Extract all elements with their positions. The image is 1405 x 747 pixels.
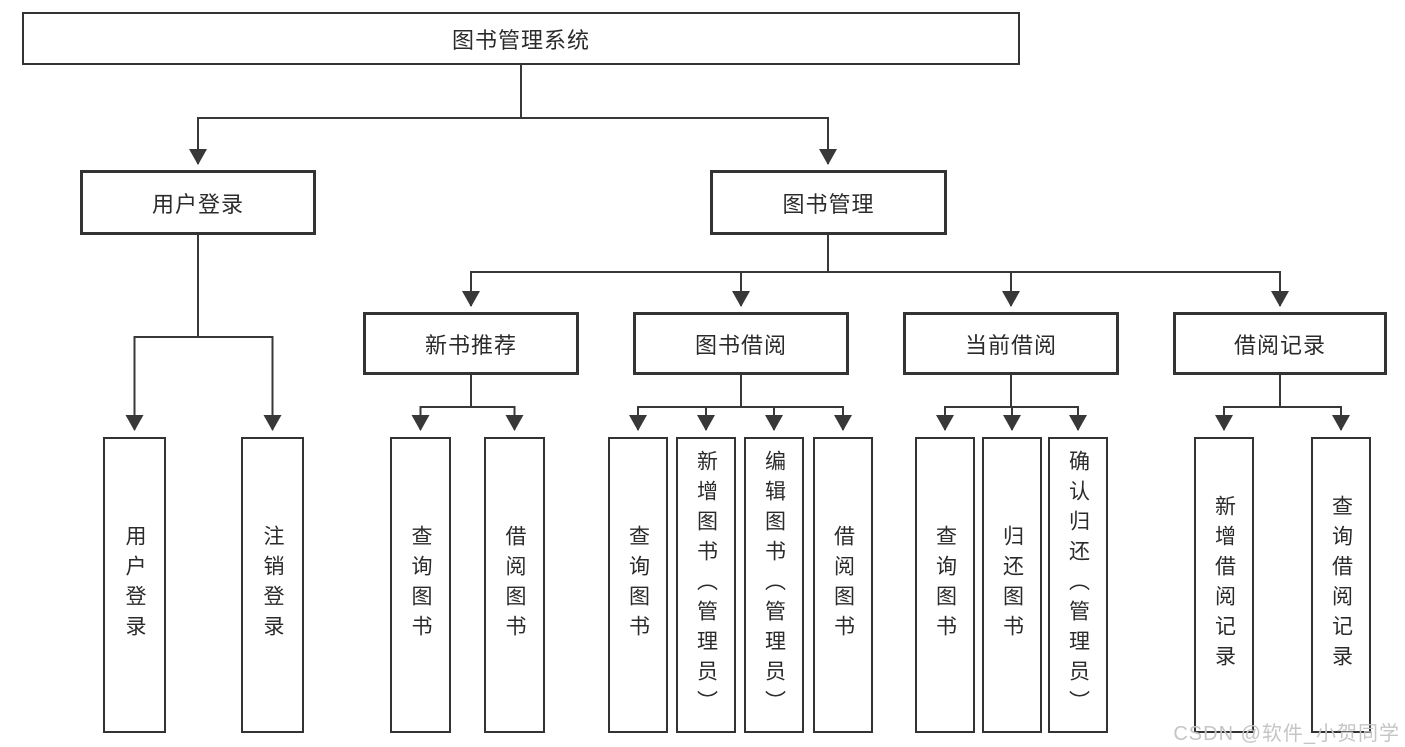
leaf-label: 查询图书: [933, 525, 957, 645]
leaf-label: 查询图书: [409, 525, 432, 645]
leaf-label: 编辑图书（管理员）: [762, 450, 786, 720]
leaf-add-book-admin: 新增图书（管理员）: [676, 437, 736, 733]
node-label: 图书借阅: [694, 332, 787, 358]
leaf-label: 借阅图书: [503, 525, 526, 645]
leaf-label: 借阅图书: [831, 525, 855, 645]
node-label: 借阅记录: [1233, 332, 1326, 358]
leaf-label: 确认归还（管理员）: [1066, 450, 1090, 720]
leaf-label: 查询借阅记录: [1329, 495, 1353, 675]
node-borrowing-records: 借阅记录: [1173, 312, 1387, 375]
leaf-borrow-books-borrowing: 借阅图书: [813, 437, 873, 733]
node-user-login: 用户登录: [80, 170, 316, 235]
leaf-edit-book-admin: 编辑图书（管理员）: [744, 437, 804, 733]
leaf-label: 新增图书（管理员）: [694, 450, 718, 720]
leaf-query-books-borrowing: 查询图书: [608, 437, 668, 733]
leaf-return-book: 归还图书: [982, 437, 1042, 733]
node-book-management: 图书管理: [710, 170, 947, 235]
node-label: 图书管理系统: [451, 27, 590, 53]
leaf-user-login: 用户登录: [103, 437, 166, 733]
leaf-query-books-current: 查询图书: [915, 437, 975, 733]
node-label: 当前借阅: [964, 332, 1057, 358]
leaf-label: 新增借阅记录: [1212, 495, 1236, 675]
leaf-logout: 注销登录: [241, 437, 304, 733]
leaf-borrow-books-recommend: 借阅图书: [484, 437, 545, 733]
leaf-label: 用户登录: [123, 525, 146, 645]
leaf-add-borrow-record: 新增借阅记录: [1194, 437, 1254, 733]
csdn-watermark: CSDN @软件_小贺同学: [1173, 723, 1400, 745]
node-current-borrowing: 当前借阅: [903, 312, 1119, 375]
leaf-label: 归还图书: [1000, 525, 1024, 645]
leaf-query-borrow-record: 查询借阅记录: [1311, 437, 1371, 733]
node-library-management-system: 图书管理系统: [22, 12, 1020, 65]
leaf-label: 注销登录: [261, 525, 284, 645]
node-label: 新书推荐: [424, 332, 517, 358]
node-book-borrowing: 图书借阅: [633, 312, 849, 375]
leaf-label: 查询图书: [626, 525, 650, 645]
node-label: 用户登录: [151, 191, 244, 217]
node-label: 图书管理: [782, 191, 875, 217]
leaf-confirm-return-admin: 确认归还（管理员）: [1048, 437, 1108, 733]
node-new-book-recommend: 新书推荐: [363, 312, 579, 375]
leaf-query-books-recommend: 查询图书: [390, 437, 451, 733]
